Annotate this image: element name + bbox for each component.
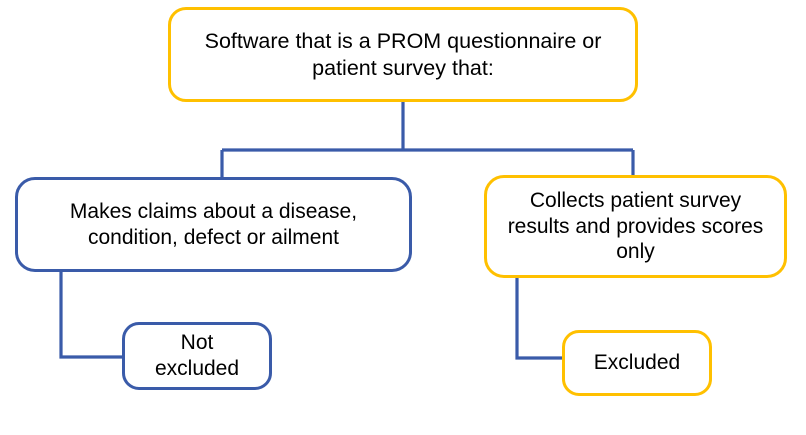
node-collects-survey-results[interactable]: Collects patient survey results and prov… xyxy=(484,175,787,278)
node-root-prom-software[interactable]: Software that is a PROM questionnaire or… xyxy=(168,7,638,102)
node-makes-claims-label: Makes claims about a disease, condition,… xyxy=(69,199,358,249)
node-excluded-label: Excluded xyxy=(593,351,681,375)
node-excluded[interactable]: Excluded xyxy=(562,330,712,396)
node-collects-survey-results-label: Collects patient survey results and prov… xyxy=(507,189,764,264)
node-not-excluded[interactable]: Not excluded xyxy=(122,322,272,390)
edge-claims-to-not-excluded xyxy=(59,272,123,359)
node-makes-claims[interactable]: Makes claims about a disease, condition,… xyxy=(15,177,412,272)
edge-collects-to-excluded xyxy=(515,278,563,360)
node-not-excluded-label: Not excluded xyxy=(154,331,240,380)
node-root-label: Software that is a PROM questionnaire or… xyxy=(204,29,602,80)
